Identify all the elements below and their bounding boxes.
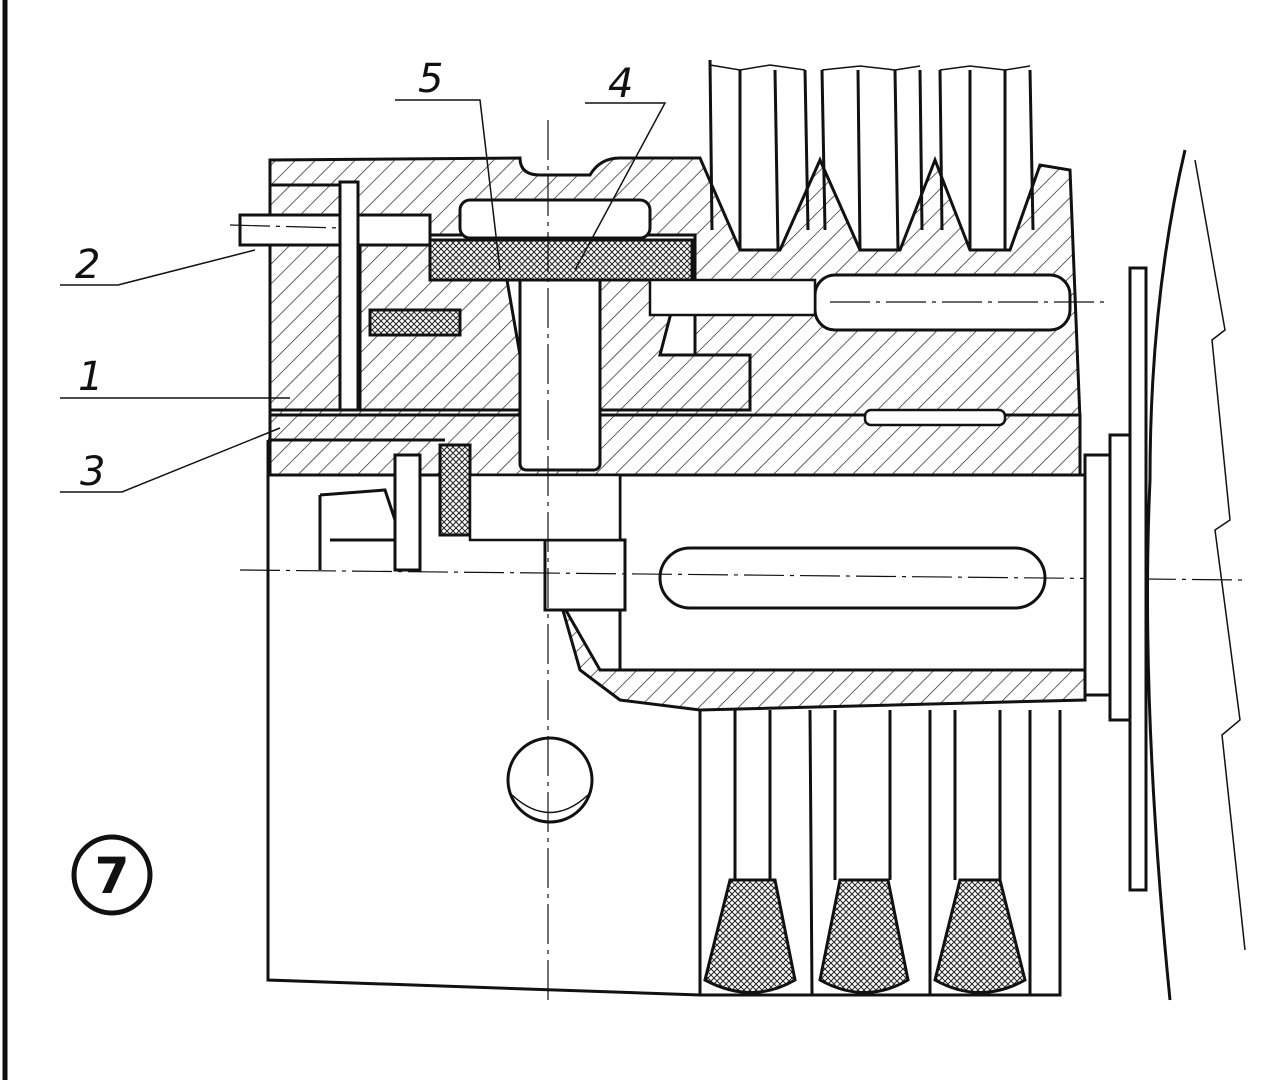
figure-number: 7 <box>95 847 130 905</box>
lower-body <box>229 120 1246 1005</box>
hole <box>506 736 594 824</box>
label-5: 5 <box>418 56 443 102</box>
figure-number-circle <box>71 834 153 916</box>
lower-gears <box>698 709 1062 997</box>
label-3: 3 <box>80 449 105 495</box>
housing-section <box>238 155 1082 537</box>
label-2: 2 <box>75 242 100 288</box>
leader-lines <box>60 99 667 493</box>
upper-gears <box>708 59 1035 251</box>
label-1: 1 <box>78 354 103 400</box>
flange <box>1128 149 1246 1001</box>
label-4: 4 <box>608 61 633 107</box>
